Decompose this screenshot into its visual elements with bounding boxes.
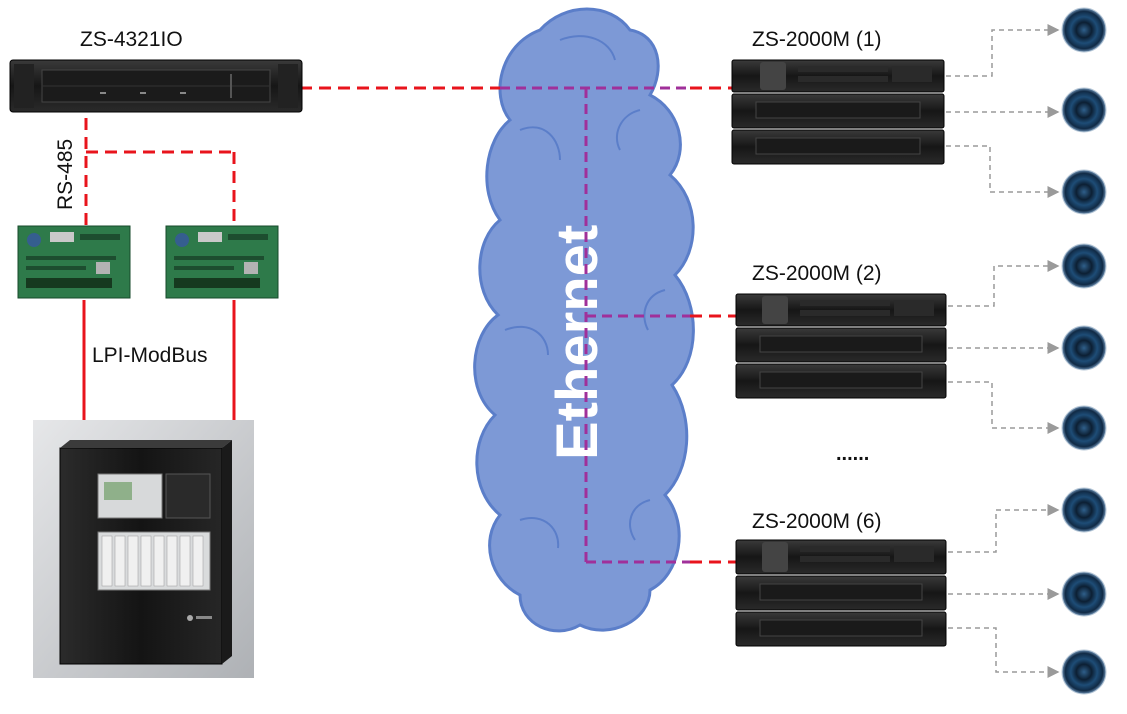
circuit-board-1	[17, 225, 131, 299]
speaker-icon	[1061, 87, 1107, 133]
speaker-connectors	[946, 24, 1060, 678]
speaker-icon	[1061, 571, 1107, 617]
ethernet-label: Ethernet	[545, 225, 610, 460]
io-rack-unit	[9, 59, 303, 113]
io-unit-label: ZS-4321IO	[80, 28, 183, 51]
circuit-board-2	[165, 225, 279, 299]
amplifier-rack-6	[735, 539, 947, 647]
network-lines	[500, 86, 700, 564]
speaker-icon	[1061, 405, 1107, 451]
amp6-label: ZS-2000M (6)	[752, 510, 882, 533]
speaker-icons	[1061, 7, 1107, 695]
speaker-icon	[1061, 487, 1107, 533]
speaker-icon	[1061, 7, 1107, 53]
serial-lines	[84, 86, 738, 564]
speaker-icon	[1061, 325, 1107, 371]
speaker-icon	[1061, 169, 1107, 215]
speaker-icon	[1061, 649, 1107, 695]
modbus-label: LPI-ModBus	[92, 344, 208, 367]
amp2-label: ZS-2000M (2)	[752, 262, 882, 285]
speaker-icon	[1061, 243, 1107, 289]
amp1-label: ZS-2000M (1)	[752, 28, 882, 51]
ellipsis-label: ......	[836, 443, 870, 465]
amplifier-rack-1	[731, 59, 945, 165]
fire-alarm-cabinet	[59, 440, 232, 665]
rs485-label: RS-485	[54, 138, 77, 210]
amplifier-rack-2	[735, 293, 947, 399]
ethernet-cloud	[473, 7, 695, 633]
modbus-lines	[82, 300, 236, 420]
